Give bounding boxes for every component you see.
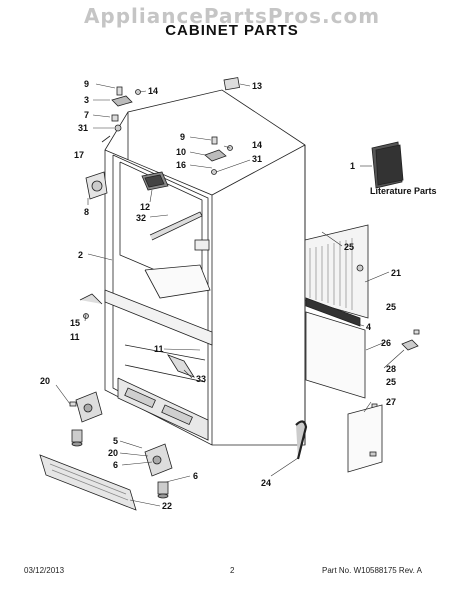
footer-page-number: 2 — [230, 566, 235, 575]
top-hinge-left — [101, 86, 141, 143]
leader-lines — [55, 83, 405, 507]
back-panel-part — [304, 224, 369, 319]
rating-label-part — [223, 77, 240, 91]
right-roller-assembly — [144, 443, 173, 499]
left-roller-assembly — [69, 391, 103, 447]
callout-14: 14 — [252, 140, 262, 150]
fitting-parts — [371, 329, 420, 409]
center-bracket-part — [167, 354, 195, 378]
cabinet-shell — [104, 89, 306, 446]
callout-24: 24 — [261, 478, 271, 488]
callout-20: 20 — [40, 376, 50, 386]
footer-part-number: Part No. W10588175 Rev. A — [322, 566, 422, 575]
footer-date: 03/12/2013 — [24, 566, 65, 575]
callout-27: 27 — [386, 397, 396, 407]
top-hinge-right — [204, 136, 233, 175]
callout-21: 21 — [391, 268, 401, 278]
literature-parts-label: Literature Parts — [370, 186, 437, 196]
callout-9: 9 — [84, 79, 89, 89]
callout-9: 9 — [180, 132, 185, 142]
left-bracket-parts — [79, 293, 103, 319]
leveling-wrench-part — [295, 420, 308, 460]
callout-1: 1 — [350, 161, 355, 171]
callout-17: 17 — [74, 150, 84, 160]
callout-25: 25 — [386, 302, 396, 312]
callout-20: 20 — [108, 448, 118, 458]
callout-31: 31 — [78, 123, 88, 133]
callout-14: 14 — [148, 86, 158, 96]
callout-10: 10 — [176, 147, 186, 157]
callout-13: 13 — [252, 81, 262, 91]
callout-11: 11 — [70, 332, 80, 342]
callout-2: 2 — [78, 250, 83, 260]
temperature-control-part — [85, 171, 108, 200]
callout-6: 6 — [113, 460, 118, 470]
callout-22: 22 — [162, 501, 172, 511]
callout-25: 25 — [344, 242, 354, 252]
light-housing-part — [141, 171, 169, 191]
callout-4: 4 — [366, 322, 371, 332]
callout-25: 25 — [386, 377, 396, 387]
callout-5: 5 — [113, 436, 118, 446]
page-title: CABINET PARTS — [165, 22, 299, 39]
rail-part — [149, 211, 203, 241]
callout-16: 16 — [176, 160, 186, 170]
trim-strip-part — [305, 297, 361, 327]
callout-3: 3 — [84, 95, 89, 105]
callout-26: 26 — [381, 338, 391, 348]
callout-7: 7 — [84, 110, 89, 120]
toe-grille-part — [39, 454, 137, 511]
callout-6: 6 — [193, 471, 198, 481]
vent-part — [194, 239, 210, 251]
literature-booklet — [371, 141, 404, 189]
lower-panel-part — [305, 311, 366, 399]
callout-8: 8 — [84, 207, 89, 217]
callout-32: 32 — [136, 213, 146, 223]
callout-15: 15 — [70, 318, 80, 328]
callout-31: 31 — [252, 154, 262, 164]
callout-11: 11 — [154, 344, 164, 354]
watermark: AppliancePartsPros.com — [83, 4, 381, 28]
callout-12: 12 — [140, 202, 150, 212]
callout-33: 33 — [196, 374, 206, 384]
callout-28: 28 — [386, 364, 396, 374]
access-cover-part — [347, 404, 383, 473]
